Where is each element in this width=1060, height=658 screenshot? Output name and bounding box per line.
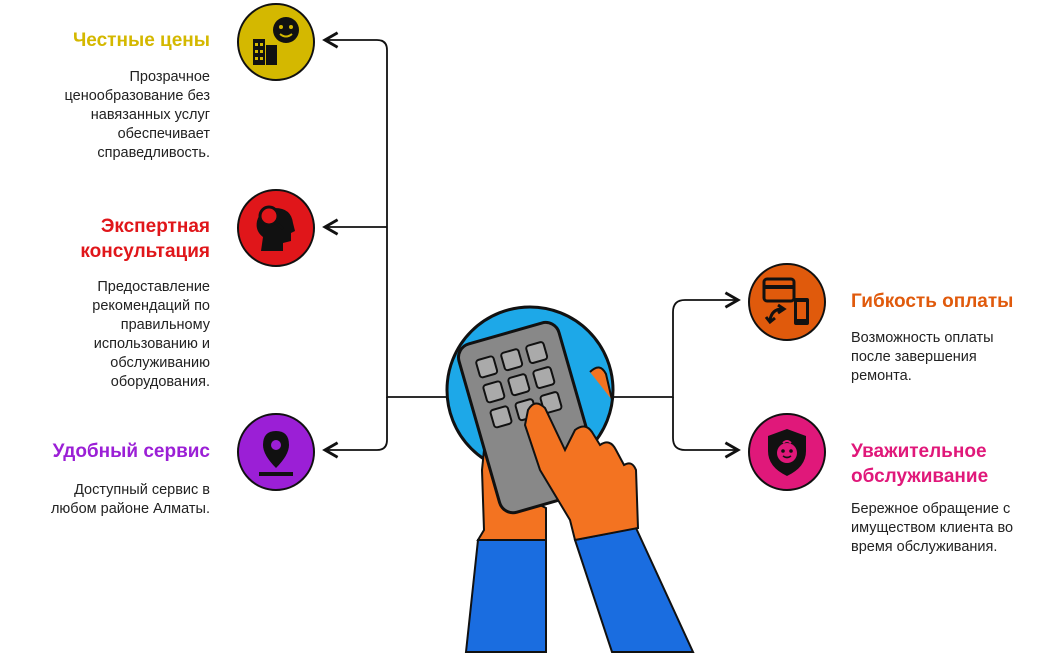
right-hand [523, 402, 640, 542]
connector-right-top [612, 291, 741, 398]
head-magnifier-icon [256, 205, 295, 251]
icon-circle-honest-prices [237, 3, 315, 81]
item-title-expert-consultation: Экспертная консультация [80, 216, 210, 262]
item-desc-payment-flexibility: Возможность оплаты после завершения ремо… [851, 330, 994, 384]
icon-circle-respectful-service [748, 413, 826, 491]
item-title-convenient-service: Удобный сервис [52, 441, 210, 462]
icon-circle-convenient-service [237, 413, 315, 491]
item-desc-convenient-service: Доступный сервис в любом районе Алматы. [50, 482, 210, 517]
calculator-hands-illustration [445, 305, 695, 653]
connector-left-trunk [322, 31, 447, 398]
item-title-respectful-service: Уважительное обслуживание [851, 441, 989, 487]
item-desc-honest-prices: Прозрачное ценообразование без навязанны… [64, 69, 210, 161]
left-sleeve [464, 539, 547, 653]
icon-circle-payment-flexibility [748, 263, 826, 341]
shield-face-icon [768, 429, 806, 476]
connector-left-bottom [322, 397, 388, 459]
item-desc-expert-consultation: Предоставление рекомендаций по правильно… [92, 279, 210, 390]
connector-right-bottom [672, 397, 741, 459]
building-smiley-icon [253, 17, 299, 65]
item-title-honest-prices: Честные цены [72, 30, 210, 51]
right-sleeve [573, 526, 695, 653]
item-desc-respectful-service: Бережное обращение с имуществом клиента … [851, 501, 1014, 555]
card-phone-icon [762, 277, 809, 325]
icon-circle-expert-consultation [237, 189, 315, 267]
map-pin-icon [259, 431, 293, 476]
item-title-payment-flexibility: Гибкость оплаты [851, 291, 1014, 312]
